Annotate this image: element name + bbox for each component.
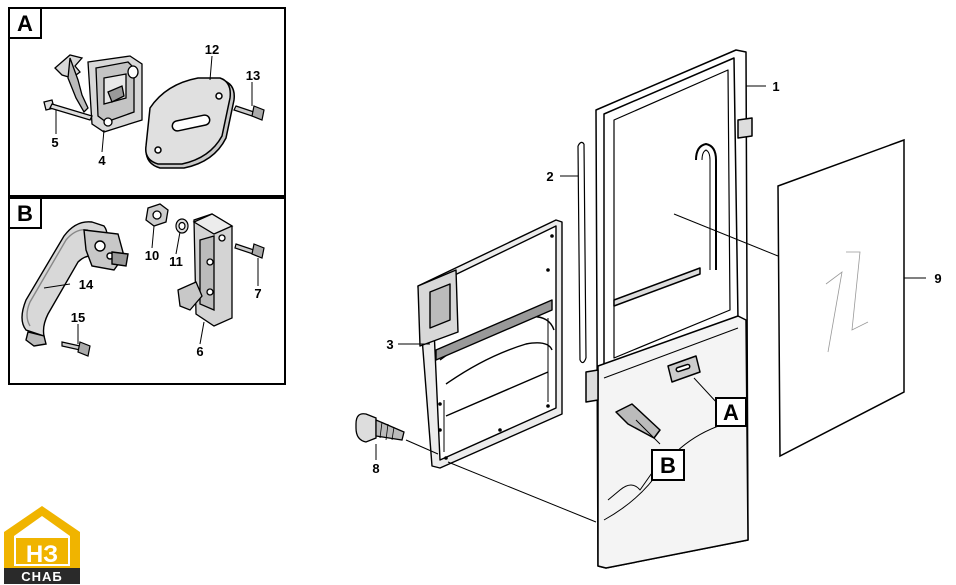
svg-text:A: A [723,400,739,425]
part-label-9: 9 [934,271,941,286]
part-label-14: 14 [79,277,94,292]
part-label-3: 3 [386,337,393,352]
logo-main-text: НЗ [26,541,58,568]
door-assembly [585,49,753,569]
part-label-13: 13 [246,68,260,83]
part-label-4: 4 [98,153,106,168]
part-label-8: 8 [372,461,379,476]
part-label-7: 7 [254,286,261,301]
nut-10 [145,203,169,227]
washer-11 [175,218,189,234]
part-label-11: 11 [169,254,183,269]
part-label-2: 2 [546,169,553,184]
part-label-1: 1 [772,79,779,94]
part-label-6: 6 [196,344,203,359]
seal-strip [577,141,587,364]
screw-13 [233,105,265,121]
logo-sub-text: СНАБ [21,569,63,584]
screw-8 [355,413,405,443]
svg-text:B: B [660,453,676,478]
inner-handle [21,221,129,347]
bolt-5 [43,99,93,121]
brand-logo: НЗ СНАБ [4,506,80,584]
door-callout-b: B [651,449,685,481]
door-callout-a: A [715,397,747,427]
cover-plate [145,77,235,169]
part-label-5: 5 [51,135,58,150]
panel-a-letter: A [17,11,33,36]
part-label-12: 12 [205,42,219,57]
screw-15 [61,341,91,357]
glass-pane [777,138,905,458]
screw-7 [234,243,265,259]
inner-trim-panel [417,219,563,469]
detail-panel-b: B [8,197,286,385]
latch-bracket [177,213,234,327]
part-label-10: 10 [145,248,159,263]
latch-mechanism [54,54,143,133]
part-label-15: 15 [71,310,85,325]
panel-b-letter: B [17,201,33,226]
detail-panel-a: A [8,7,286,197]
